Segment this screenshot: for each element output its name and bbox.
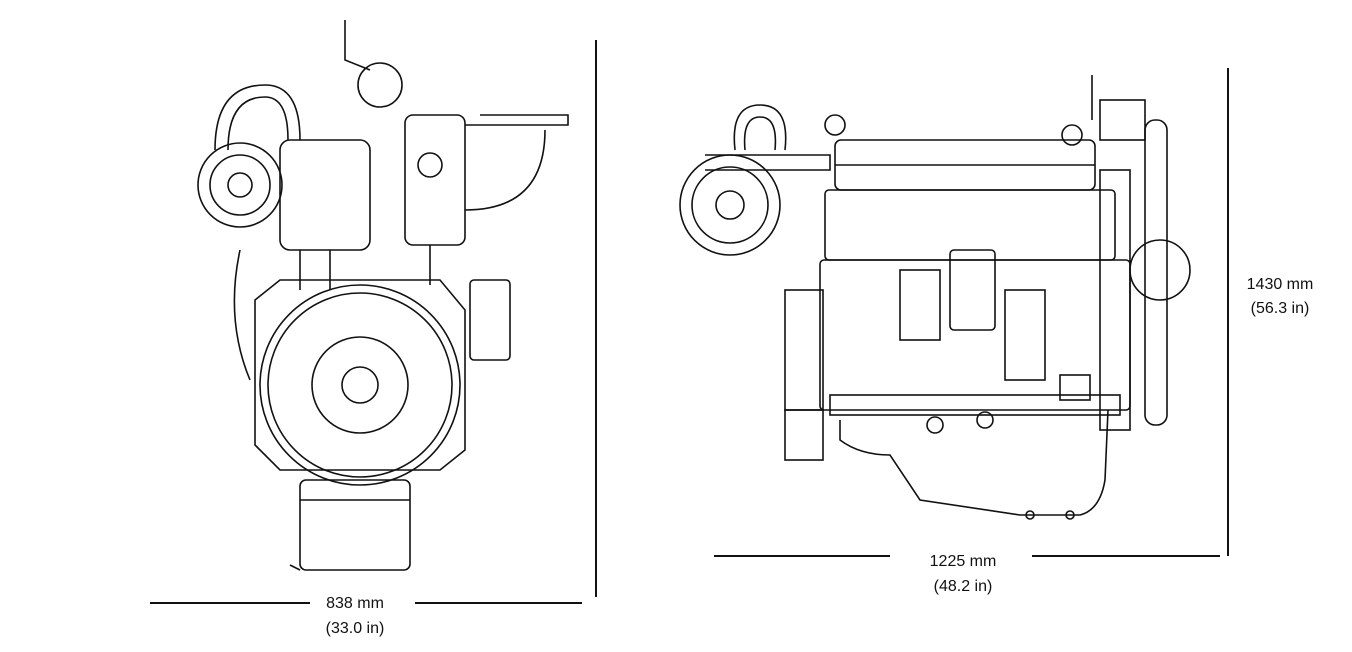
front-width-mm: 838 mm bbox=[326, 595, 384, 612]
engine-side-view bbox=[679, 75, 1191, 520]
dimension-lines bbox=[150, 40, 1229, 604]
side-height-mm: 1430 mm bbox=[1246, 276, 1314, 293]
side-length-in: (48.2 in) bbox=[933, 578, 993, 595]
side-length-mm: 1225 mm bbox=[929, 553, 997, 570]
engine-front-view bbox=[197, 20, 569, 571]
side-height-in: (56.3 in) bbox=[1250, 300, 1310, 317]
front-width-in: (33.0 in) bbox=[325, 620, 385, 637]
